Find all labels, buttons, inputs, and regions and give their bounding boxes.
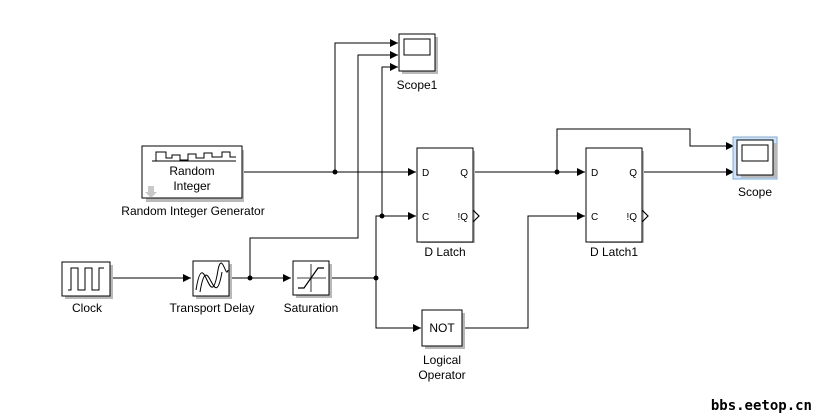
d-latch1-port-nq: !Q xyxy=(626,212,637,223)
junction-dot xyxy=(332,169,338,175)
wire-not-to-dlatch1-c[interactable] xyxy=(463,212,585,329)
random-integer-generator-block[interactable]: Random Integer Random Integer Generator xyxy=(121,145,265,218)
d-latch1-block[interactable]: D C Q !Q D Latch1 xyxy=(585,147,649,259)
d-latch-port-c: C xyxy=(422,212,429,223)
pulse-wave-icon xyxy=(68,267,104,291)
saturation-block[interactable]: Saturation xyxy=(284,260,339,315)
scope1-block[interactable]: Scope1 xyxy=(397,33,438,92)
delay-wave-icon xyxy=(195,262,229,291)
junction-dot xyxy=(379,213,385,219)
junction-dot xyxy=(247,275,253,281)
junction-dot xyxy=(373,275,379,281)
logical-operator-label-line2: Operator xyxy=(418,368,465,382)
random-integer-inner-line1: Random xyxy=(169,164,214,178)
wire-delay-to-scope1[interactable] xyxy=(249,51,398,278)
down-arrow-icon xyxy=(145,186,157,198)
watermark-text: bbs.eetop.cn xyxy=(711,398,812,414)
d-latch-port-d: D xyxy=(422,168,429,179)
scope1-label: Scope1 xyxy=(397,78,438,92)
junction-dot xyxy=(554,169,560,175)
clock-label: Clock xyxy=(72,301,103,315)
output-port-arrow-icon xyxy=(472,209,480,223)
d-latch-port-nq: !Q xyxy=(457,212,468,223)
logical-operator-inner-text: NOT xyxy=(429,321,455,335)
d-latch1-port-d: D xyxy=(591,168,598,179)
wire-saturation-to-dlatch-c[interactable] xyxy=(331,212,416,279)
scope-label: Scope xyxy=(738,185,772,199)
random-integer-label: Random Integer Generator xyxy=(121,204,264,218)
d-latch-label: D Latch xyxy=(424,245,465,259)
transport-delay-label: Transport Delay xyxy=(170,301,255,315)
wire-random-to-scope1[interactable] xyxy=(334,39,398,172)
d-latch-port-q: Q xyxy=(460,168,468,179)
wire-dlatch-q-to-scope[interactable] xyxy=(556,128,734,172)
saturation-label: Saturation xyxy=(284,301,339,315)
wire-saturation-to-not[interactable] xyxy=(375,278,421,332)
transport-delay-block[interactable]: Transport Delay xyxy=(170,260,255,315)
delay-wave-icon-shifted xyxy=(199,271,223,293)
d-latch-block[interactable]: D C Q !Q D Latch xyxy=(416,147,480,259)
scope-block[interactable]: Scope xyxy=(732,136,778,199)
clock-block[interactable]: Clock xyxy=(61,261,113,315)
scope-screen-icon xyxy=(741,144,769,162)
d-latch1-port-q: Q xyxy=(629,168,637,179)
d-latch1-label: D Latch1 xyxy=(590,245,638,259)
wire-saturation-to-scope1[interactable] xyxy=(381,63,398,216)
random-integer-inner-line2: Integer xyxy=(173,179,210,193)
signal-lines xyxy=(111,39,734,332)
scope-screen-icon xyxy=(403,38,431,56)
d-latch1-port-c: C xyxy=(591,212,598,223)
output-port-arrow-icon xyxy=(641,209,649,223)
logical-operator-block[interactable]: NOT Logical Operator xyxy=(418,309,466,382)
random-integer-icon xyxy=(152,151,236,162)
logical-operator-label-line1: Logical xyxy=(423,353,461,367)
saturation-curve-icon xyxy=(298,267,324,289)
